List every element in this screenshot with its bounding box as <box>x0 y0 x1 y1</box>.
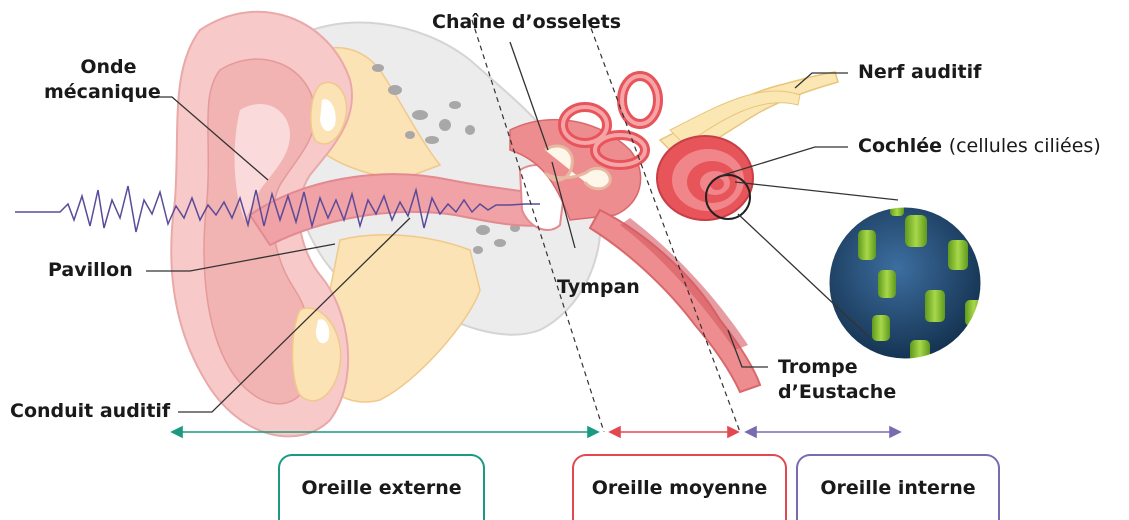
zone-oreille-interne: Oreille interne <box>796 454 1000 520</box>
hair-cells-micrograph <box>829 200 983 366</box>
label-nerf-auditif: Nerf auditif <box>858 60 981 85</box>
label-onde-mecanique: Onde mécanique <box>56 55 161 105</box>
zone-oreille-moyenne: Oreille moyenne <box>572 454 787 520</box>
label-conduit-auditif: Conduit auditif <box>10 399 170 424</box>
label-trompe-line1: Trompe <box>778 355 896 380</box>
eustachian-tube <box>590 210 760 392</box>
label-trompe-eustache: Trompe d’Eustache <box>778 355 896 405</box>
label-cochlee-note: (cellules ciliées) <box>949 135 1101 157</box>
label-chaine-osselets: Chaîne d’osselets <box>432 10 621 35</box>
arrow-moyenne <box>610 427 738 437</box>
zone-oreille-externe: Oreille externe <box>278 454 485 520</box>
leader-zoom-top <box>735 182 898 200</box>
label-onde-line1: Onde <box>56 55 161 80</box>
label-pavillon: Pavillon <box>48 258 133 283</box>
arrow-interne <box>746 427 900 437</box>
label-trompe-line2: d’Eustache <box>778 380 896 405</box>
label-onde-line2: mécanique <box>44 80 161 105</box>
label-cochlee-name: Cochlée <box>858 135 942 157</box>
label-tympan: Tympan <box>557 275 640 300</box>
label-cochlee: Cochlée (cellules ciliées) <box>858 134 1101 159</box>
arrow-externe <box>172 427 598 437</box>
